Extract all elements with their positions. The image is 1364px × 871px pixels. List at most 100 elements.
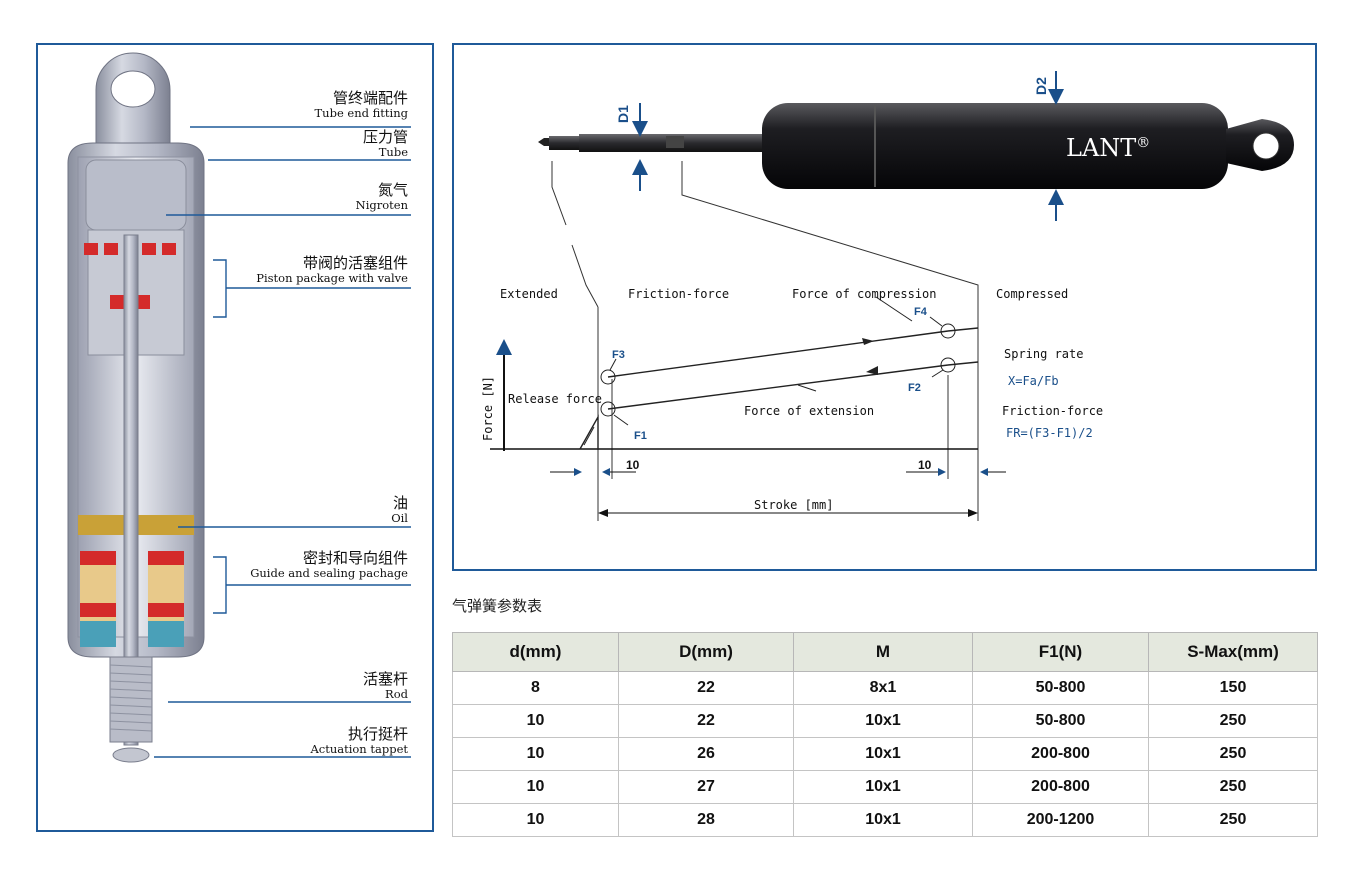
table-caption: 气弹簧参数表 <box>452 597 543 615</box>
rod-thread <box>109 656 153 743</box>
label-en: Oil <box>391 511 408 525</box>
extended-label: Extended <box>500 287 558 301</box>
cell-F1: 200-800 <box>972 737 1149 771</box>
cell-smax: 250 <box>1148 803 1318 837</box>
piston-seal <box>162 243 176 255</box>
label-en: Actuation tappet <box>310 742 408 756</box>
table-header-row: d(mm) D(mm) M F1(N) S-Max(mm) <box>452 632 1318 672</box>
piston-seal <box>142 243 156 255</box>
gas-chamber <box>85 159 187 231</box>
cell-M: 8x1 <box>793 671 973 705</box>
label-en: Tube <box>378 145 408 159</box>
leader-lines <box>154 126 411 758</box>
cell-smax: 150 <box>1148 671 1318 705</box>
cell-M: 10x1 <box>793 803 973 837</box>
label-cn: 执行挺杆 <box>347 725 408 743</box>
table-row: 10 26 10x1 200-800 250 <box>452 737 1318 771</box>
extension-curve-ext <box>947 361 979 366</box>
f4-label: F4 <box>914 306 928 318</box>
seal-blue <box>148 621 184 647</box>
compression-label: Force of compression <box>792 287 937 301</box>
parameters-table: d(mm) D(mm) M F1(N) S-Max(mm) 8 22 8x1 5… <box>452 632 1318 837</box>
extension-label: Force of extension <box>744 404 874 418</box>
friction-force-formula: FR=(F3-F1)/2 <box>1006 426 1093 440</box>
piston-rod <box>123 234 139 746</box>
cell-D: 26 <box>618 737 794 771</box>
force-stroke-diagram: LANT® D1 D2 <box>481 71 1294 521</box>
f3-leader <box>609 358 617 371</box>
gas-spring-image <box>538 103 1294 189</box>
label-rod: 活塞杆 Rod <box>363 670 408 701</box>
header-D: D(mm) <box>618 632 794 672</box>
f2-point <box>940 357 956 373</box>
cell-smax: 250 <box>1148 704 1318 738</box>
table-row: 10 27 10x1 200-800 250 <box>452 770 1318 804</box>
label-oil: 油 Oil <box>391 494 408 525</box>
brand-logo: LANT® <box>1066 134 1150 162</box>
seal-blue <box>80 621 116 647</box>
cell-D: 28 <box>618 803 794 837</box>
table-row: 10 22 10x1 50-800 250 <box>452 704 1318 738</box>
d1-label: D1 <box>615 105 631 123</box>
table-row: 8 22 8x1 50-800 150 <box>452 671 1318 705</box>
extension-curve <box>607 364 949 410</box>
label-cn: 压力管 <box>362 128 408 146</box>
header-smax: S-Max(mm) <box>1148 632 1318 672</box>
f4-leader <box>929 316 943 327</box>
label-cn: 油 <box>392 494 408 512</box>
header-F1: F1(N) <box>972 632 1149 672</box>
spring-rate-formula: X=Fa/Fb <box>1008 374 1059 388</box>
header-M: M <box>793 632 973 672</box>
f1-point <box>600 401 616 417</box>
compression-leader <box>875 296 913 322</box>
label-tube: 压力管 Tube <box>363 128 408 159</box>
label-cn: 带阀的活塞组件 <box>302 254 408 272</box>
d2-label: D2 <box>1033 77 1049 95</box>
piston-seal <box>110 295 124 309</box>
cell-D: 27 <box>618 770 794 804</box>
cell-smax: 250 <box>1148 737 1318 771</box>
seal-red <box>80 603 116 617</box>
brand-registered: ® <box>1136 135 1150 151</box>
compression-arrowhead <box>862 338 874 345</box>
seal-red <box>80 551 116 565</box>
label-guide-sealing: 密封和导向组件 Guide and sealing pachage <box>250 549 408 580</box>
piston-seal <box>84 243 98 255</box>
cell-d: 10 <box>452 803 619 837</box>
cell-d: 10 <box>452 770 619 804</box>
f3-label: F3 <box>612 349 625 361</box>
dim-left-value: 10 <box>626 458 640 472</box>
cell-F1: 200-1200 <box>972 803 1149 837</box>
f2-label: F2 <box>908 382 921 394</box>
cell-smax: 250 <box>1148 770 1318 804</box>
compression-curve-ext <box>947 327 979 332</box>
cell-D: 22 <box>618 704 794 738</box>
thread-lines <box>109 664 153 732</box>
stroke-label: Stroke [mm] <box>754 498 833 512</box>
label-cn: 管终端配件 <box>332 89 408 107</box>
cell-M: 10x1 <box>793 704 973 738</box>
label-piston-package: 带阀的活塞组件 Piston package with valve <box>256 254 408 285</box>
label-en: Guide and sealing pachage <box>250 566 408 580</box>
cell-F1: 50-800 <box>972 704 1149 738</box>
label-en: Rod <box>385 687 408 701</box>
label-en: Piston package with valve <box>256 271 408 285</box>
spring-rate-label: Spring rate <box>1004 347 1083 361</box>
stroke-arrowhead-right <box>968 509 978 517</box>
stroke-arrowhead-left <box>598 509 608 517</box>
friction-force-label: Friction-force <box>628 287 729 301</box>
extension-leader <box>797 384 817 392</box>
seal-red <box>148 551 184 565</box>
label-tube-end-fitting: 管终端配件 Tube end fitting <box>315 89 409 120</box>
label-en: Nigroten <box>355 198 408 212</box>
friction-force-right-label: Friction-force <box>1002 404 1103 418</box>
label-cn: 活塞杆 <box>362 670 408 688</box>
cell-F1: 200-800 <box>972 770 1149 804</box>
force-axis-label: Force [N] <box>481 376 495 441</box>
header-d: d(mm) <box>452 632 619 672</box>
label-cn: 氮气 <box>377 181 408 199</box>
projection-lines <box>551 161 979 521</box>
label-cn: 密封和导向组件 <box>302 549 408 567</box>
brand-name: LANT <box>1066 134 1136 162</box>
label-nitrogen: 氮气 Nigroten <box>356 181 408 212</box>
